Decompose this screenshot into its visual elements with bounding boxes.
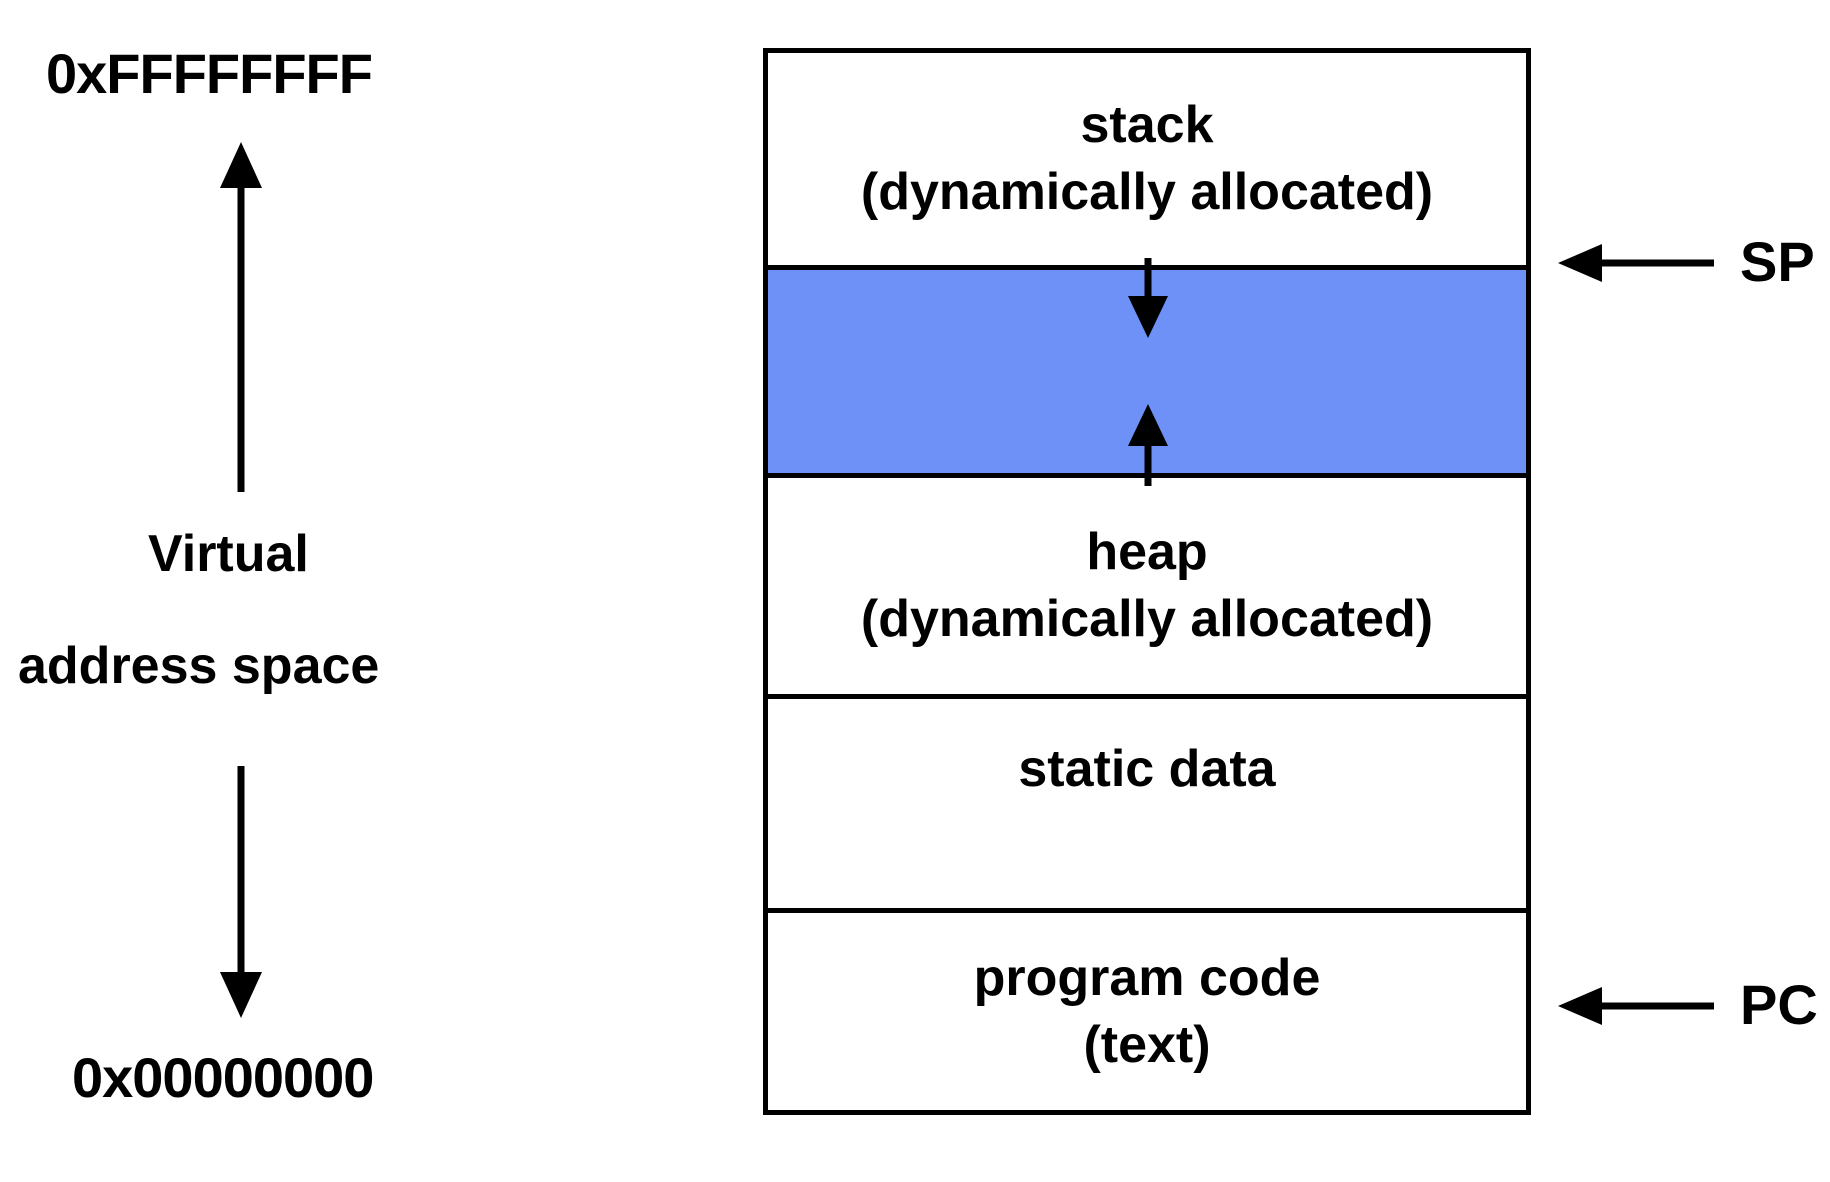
program-counter-label: PC xyxy=(1740,973,1818,1036)
segment-heap: heap (dynamically allocated) xyxy=(768,478,1526,694)
segment-stack-line2: (dynamically allocated) xyxy=(860,163,1434,221)
memory-map-box: stack (dynamically allocated) heap (dyna… xyxy=(763,48,1531,1115)
segment-heap-line1: heap xyxy=(1086,523,1208,582)
arrow-left-icon xyxy=(1558,987,1714,1025)
segment-program-code-line2: (text) xyxy=(1083,1015,1211,1074)
segment-stack-line1: stack xyxy=(1080,96,1214,155)
arrow-down-icon xyxy=(220,766,262,1018)
segment-heap-line2: (dynamically allocated) xyxy=(860,590,1434,648)
segment-program-code-line1: program code xyxy=(973,948,1321,1007)
arrow-up-icon xyxy=(220,142,262,492)
address-space-caption-line1: Virtual xyxy=(148,525,309,583)
top-address-label: 0xFFFFFFFF xyxy=(46,42,373,105)
segment-static-data-line1: static data xyxy=(1018,740,1276,799)
stack-pointer-label: SP xyxy=(1740,230,1815,293)
arrow-down-icon xyxy=(1128,258,1168,338)
address-space-caption-line2: address space xyxy=(18,637,380,695)
segment-stack: stack (dynamically allocated) xyxy=(768,53,1526,265)
arrow-left-icon xyxy=(1558,244,1714,282)
segment-static-data: static data xyxy=(768,694,1526,908)
arrow-up-icon xyxy=(1128,404,1168,486)
bottom-address-label: 0x00000000 xyxy=(72,1046,374,1109)
segment-program-code: program code (text) xyxy=(768,908,1526,1110)
